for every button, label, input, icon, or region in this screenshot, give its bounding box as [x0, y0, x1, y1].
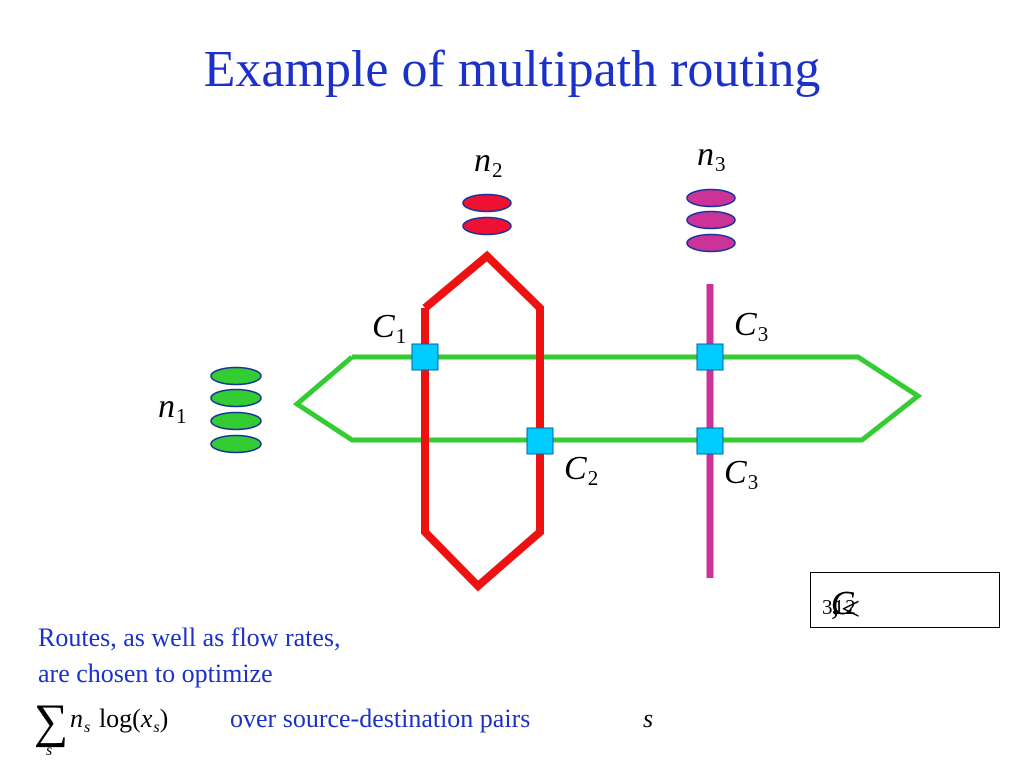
source-n1-ellipse — [210, 411, 262, 431]
green-route — [292, 354, 923, 443]
source-n3-ellipse — [686, 188, 736, 208]
link-c3-upper-square — [696, 343, 724, 371]
source-n1-label: n1 — [158, 388, 187, 428]
source-n3-ellipse — [686, 210, 736, 230]
note-line-1: Routes, as well as flow rates, — [38, 623, 341, 652]
link-c3-lower-square — [696, 427, 724, 455]
source-n1-ellipse — [210, 366, 262, 386]
link-c2-label: C2 — [564, 450, 599, 490]
source-n2-ellipse — [462, 193, 512, 213]
source-n1-ellipse — [210, 434, 262, 454]
source-n2-stack — [462, 193, 512, 236]
source-n3-stack — [686, 188, 736, 253]
link-c2-square — [526, 427, 554, 455]
slide-title: Example of multipath routing — [203, 41, 821, 98]
source-n3-label: n3 — [697, 136, 726, 176]
summation-expression: ns log(xs) — [70, 704, 169, 736]
link-c1-square — [411, 343, 439, 371]
over-pairs-text: over source-destination pairs — [230, 704, 531, 733]
pair-variable: s — [643, 704, 654, 733]
red-route — [421, 250, 544, 592]
source-n1-ellipse — [210, 388, 262, 408]
optimization-note: Routes, as well as flow rates, are chose… — [38, 620, 341, 692]
note-line-2: are chosen to optimize — [38, 659, 273, 688]
summation-index: s — [46, 742, 53, 759]
link-c3-upper-label: C3 — [734, 306, 769, 346]
summation-symbol: ∑ — [34, 695, 69, 748]
source-n2-ellipse — [462, 216, 512, 236]
link-c3-lower-label: C3 — [724, 454, 759, 494]
source-n3-ellipse — [686, 233, 736, 253]
objective-formula: ∑ s ns log(xs) over source-destination p… — [34, 698, 734, 768]
source-n1-stack — [210, 366, 262, 454]
link-c1-label: C1 — [372, 308, 407, 348]
source-n2-label: n2 — [474, 142, 503, 182]
